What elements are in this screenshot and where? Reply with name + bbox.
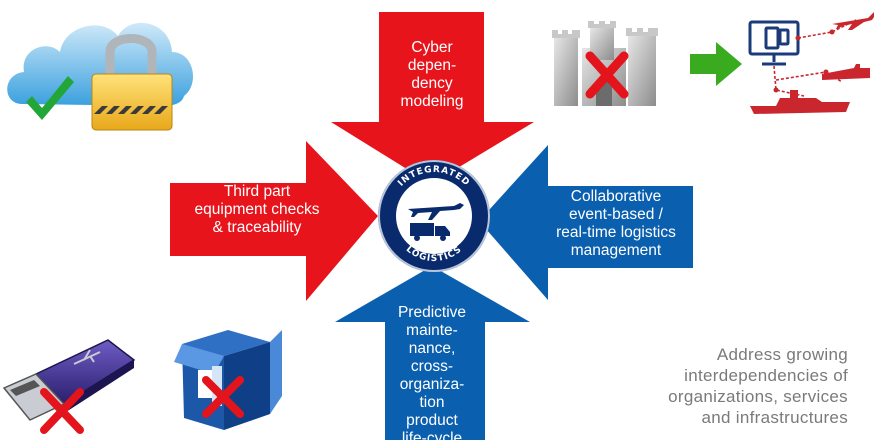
monitor-network-military-icon [748, 12, 874, 114]
open-box-blocked-icon [174, 330, 282, 430]
green-arrow-right-icon [690, 42, 742, 86]
warship-shape [750, 90, 850, 114]
caption-text: Address growing interdependencies of org… [668, 345, 848, 427]
arrow-top-shape [331, 12, 534, 184]
cloud-lock-check-icon [7, 22, 194, 131]
arrow-left-label: Third part equipment checks & traceabili… [194, 183, 320, 236]
castle-blocked-icon [552, 21, 658, 106]
usb-drive-blocked-icon [2, 339, 136, 434]
integrated-logistics-emblem: INTEGRATED LOGISTICS [378, 160, 490, 272]
arrow-top-label: Cyber depen- dency modeling [400, 39, 464, 110]
arrow-bottom-shape [335, 266, 530, 440]
airplane-icon [408, 203, 464, 220]
tank-shape [822, 64, 870, 80]
fighter-jet-shape [832, 12, 874, 30]
arrow-left-shape [170, 141, 378, 301]
arrow-right-label: Collaborative event-based / real-time lo… [556, 188, 676, 259]
usb-symbol-icon [73, 349, 101, 365]
arrow-right-shape [479, 145, 693, 300]
arrow-bottom-label: Predictive mainte- nance, cross- organiz… [397, 304, 467, 447]
truck-icon [410, 223, 450, 241]
